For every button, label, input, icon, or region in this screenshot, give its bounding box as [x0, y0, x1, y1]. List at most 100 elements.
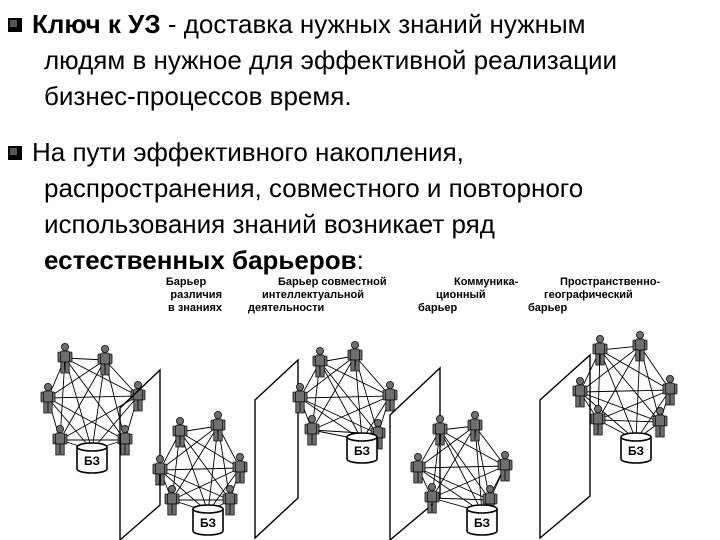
person-icon: [632, 330, 648, 362]
kb-label: БЗ: [474, 516, 490, 530]
kb-link: [47, 397, 93, 451]
barrier-panel: [539, 353, 591, 540]
barrier-caption-2: Барьер совместной интеллектуальной деяте…: [248, 276, 387, 314]
network-link: [64, 357, 139, 397]
person-icon: [592, 334, 608, 366]
bullet-bold-term: Ключ к УЗ: [32, 9, 161, 39]
network-link: [354, 355, 391, 397]
bullet-text: распространения, совместного и повторног…: [44, 173, 584, 203]
barrier-caption-1: Барьер различия в знаниях: [165, 276, 222, 314]
knowledge-base-icon: БЗ: [76, 442, 108, 474]
person-icon: [97, 344, 113, 376]
person-icon: [662, 374, 678, 406]
person-icon: [222, 484, 238, 516]
person-icon: [52, 424, 68, 456]
bullet-text: людям в нужное для эффективной реализаци…: [44, 45, 618, 75]
network-link: [599, 349, 671, 391]
person-icon: [467, 410, 483, 442]
network-link: [639, 345, 671, 391]
person-icon: [432, 414, 448, 446]
kb-link: [439, 429, 483, 513]
network-link: [579, 389, 671, 393]
kb-link: [319, 361, 363, 441]
network-link: [597, 389, 671, 421]
person-icon: [382, 380, 398, 412]
person-icon: [572, 376, 588, 408]
network-link: [579, 391, 661, 423]
network-link: [59, 359, 106, 441]
network-link: [439, 429, 491, 501]
network-link: [299, 397, 379, 435]
bullet-text: использования знаний возникает ряд: [44, 209, 495, 239]
person-icon: [40, 382, 56, 414]
person-icon: [232, 452, 248, 484]
square-bullet-icon: [8, 144, 26, 162]
network-link: [579, 345, 641, 393]
person-icon: [57, 342, 73, 374]
network-link: [47, 397, 126, 441]
bullet-text: На пути эффективного накопления,: [32, 137, 464, 167]
network-link: [417, 465, 506, 469]
person-icon: [410, 452, 426, 484]
network-link: [179, 431, 231, 501]
barrier-panel: [254, 358, 299, 540]
kb-link: [91, 395, 139, 451]
network-link: [159, 467, 241, 471]
kb-link: [635, 389, 671, 441]
person-icon: [652, 406, 668, 438]
person-icon: [497, 450, 513, 482]
network-link: [431, 497, 491, 501]
person-icon: [292, 382, 308, 414]
network-link: [431, 465, 506, 499]
kb-label: БЗ: [200, 516, 216, 530]
knowledge-base-icon: БЗ: [466, 504, 498, 536]
person-icon: [164, 484, 180, 516]
person-icon: [210, 410, 226, 442]
knowledge-base-icon: БЗ: [192, 504, 224, 536]
kb-link: [179, 431, 209, 513]
network-link: [319, 361, 391, 397]
person-icon: [312, 346, 328, 378]
network-link: [299, 395, 391, 399]
kb-label: БЗ: [84, 454, 100, 468]
network-link: [431, 425, 476, 499]
network-link: [47, 395, 139, 399]
person-icon: [172, 416, 188, 448]
network-link: [417, 425, 476, 469]
network-link: [311, 355, 356, 431]
network-link: [159, 425, 219, 471]
kb-link: [599, 349, 637, 441]
bullet-item-2: На пути эффективного накопления, распрос…: [4, 134, 716, 278]
bullet-item-1: Ключ к УЗ - доставка нужных знаний нужны…: [4, 6, 716, 114]
network-link: [159, 469, 231, 501]
network-link: [64, 357, 126, 441]
barrier-panel: [119, 368, 161, 540]
barrier-panel: [389, 366, 441, 540]
network-link: [47, 359, 106, 399]
person-icon: [152, 454, 168, 486]
network-link: [599, 349, 661, 423]
square-bullet-icon: [8, 16, 26, 34]
kb-link: [299, 397, 363, 441]
knowledge-base-icon: БЗ: [346, 432, 378, 464]
bullet-text: - доставка нужных знаний нужным: [160, 9, 586, 39]
kb-link: [635, 345, 641, 441]
network-link: [597, 345, 641, 421]
barrier-caption-4: Пространственно- географический барьер: [528, 276, 661, 314]
bullet-text: :: [356, 245, 364, 275]
person-icon: [130, 380, 146, 412]
bullet-bold-term: естественных барьеров: [44, 245, 357, 275]
person-icon: [590, 404, 606, 436]
network-link: [311, 395, 391, 431]
bullet-text: бизнес-процессов время.: [44, 81, 352, 111]
kb-label: БЗ: [354, 444, 370, 458]
knowledge-barriers-diagram: БЗ БЗ БЗ БЗ БЗ: [40, 330, 678, 540]
network-link: [474, 425, 506, 467]
person-icon: [424, 482, 440, 514]
barrier-caption-3: Коммуника- ционный барьер: [418, 276, 519, 314]
person-icon: [347, 340, 363, 372]
network-link: [171, 467, 241, 501]
network-link: [179, 431, 241, 469]
network-link: [417, 467, 491, 501]
knowledge-base-icon: БЗ: [620, 432, 652, 464]
